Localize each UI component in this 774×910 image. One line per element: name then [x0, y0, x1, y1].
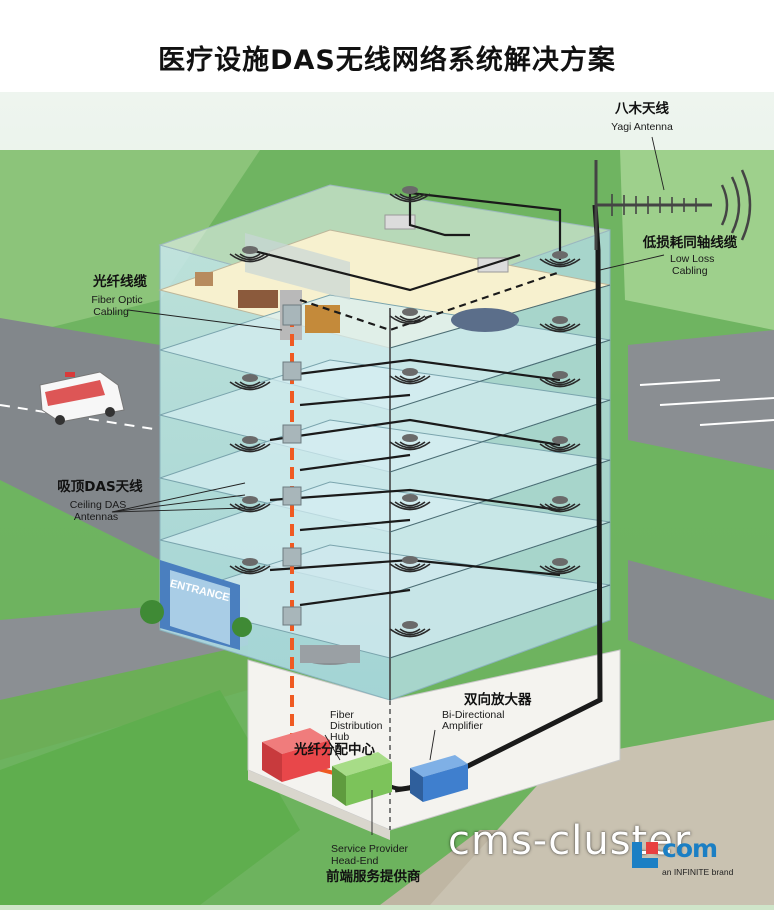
- page-title: 医疗设施DAS无线网络系统解决方案: [158, 45, 616, 76]
- yagi-label-cn: 八木天线: [614, 100, 669, 117]
- hub-label-en-2: Distribution: [330, 720, 383, 732]
- ceiling-antenna-icon: [539, 316, 581, 333]
- reception-desk: [238, 290, 278, 308]
- ceiling-antenna-icon: [229, 374, 271, 391]
- logo-brand-text: com: [662, 834, 718, 863]
- ceiling-antenna-icon: [389, 556, 431, 573]
- ceiling-antenna-icon: [539, 558, 581, 575]
- hub-label-cn: 光纤分配中心: [293, 741, 375, 758]
- provider-label-cn: 前端服务提供商: [326, 868, 421, 885]
- watermark: cms-cluster: [448, 818, 692, 864]
- building: [140, 184, 611, 701]
- logo-mark-icon: [632, 842, 658, 868]
- ceiling-antenna-icon: [389, 621, 431, 638]
- amp-label-cn: 双向放大器: [464, 691, 532, 708]
- ambulance-icon: [39, 371, 125, 425]
- lowloss-label-en-2: Cabling: [672, 265, 708, 277]
- hub-label-en-1: Fiber: [330, 709, 354, 721]
- road-left: [0, 318, 160, 560]
- company-logo: com an INFINITE brand: [632, 834, 757, 883]
- ceiling-antenna-icon: [229, 436, 271, 453]
- lowloss-label-cn: 低损耗同轴线缆: [642, 234, 738, 251]
- ceiling-antenna-icon: [229, 246, 271, 263]
- amp-label-en-2: Amplifier: [442, 720, 483, 732]
- ceiling-antenna-icon: [389, 186, 431, 203]
- hub-label-en-3: Hub: [330, 731, 349, 743]
- fiber-nodes: [282, 304, 302, 626]
- plant: [232, 617, 252, 637]
- ceiling-antenna-icon: [229, 558, 271, 575]
- provider-label-en-1: Service Provider: [331, 843, 409, 855]
- ceiling-antenna-icon: [539, 436, 581, 453]
- ceiling-antenna-icon: [389, 368, 431, 385]
- ceiling-antenna-icon: [539, 251, 581, 268]
- amp-label-en-1: Bi-Directional: [442, 709, 504, 721]
- nurse-station: [451, 308, 519, 332]
- ceiling-label-en-1: Ceiling DAS: [70, 499, 127, 511]
- fiber-distribution-hub: [262, 728, 330, 782]
- ceiling-antenna-icon: [389, 494, 431, 511]
- yagi-label-en: Yagi Antenna: [611, 121, 673, 133]
- service-provider-head-end: [332, 752, 392, 806]
- logo-tagline: an INFINITE brand: [662, 867, 734, 877]
- ceiling-antenna-icon: [539, 496, 581, 513]
- lowloss-label-en-1: Low Loss: [670, 253, 714, 265]
- ceiling-antenna-icon: [389, 434, 431, 451]
- leader-lines: [111, 136, 665, 835]
- ceiling-antenna-icon: [539, 371, 581, 388]
- ceiling-antenna-icon: [389, 308, 431, 325]
- ceiling-label-en-2: Antennas: [74, 511, 118, 523]
- ceiling-das-antennas: [229, 186, 581, 638]
- bi-directional-amplifier: [410, 755, 468, 802]
- road-right: [628, 330, 774, 470]
- plant: [140, 600, 164, 624]
- hospital-bed: [384, 214, 416, 230]
- fiber-label-en-2: Cabling: [93, 306, 129, 318]
- ceiling-label-cn: 吸顶DAS天线: [57, 478, 143, 495]
- fiber-label-cn: 光纤线缆: [92, 273, 147, 290]
- ceiling-antenna-icon: [229, 496, 271, 513]
- provider-label-en-2: Head-End: [331, 855, 378, 867]
- fiber-label-en-1: Fiber Optic: [91, 294, 142, 306]
- yagi-antenna-icon: [594, 160, 752, 250]
